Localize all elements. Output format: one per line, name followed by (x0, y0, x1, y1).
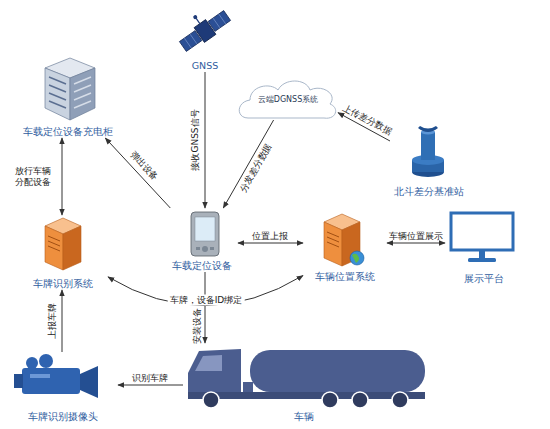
satellite-icon (172, 0, 232, 54)
truck-cab (188, 349, 241, 396)
server-node: 车牌识别系统 (18, 215, 108, 290)
edge-label: 分发差分数据 (238, 142, 275, 194)
camera-reel (26, 357, 38, 369)
camera-viewfinder (14, 374, 23, 388)
edge-label: 位置上报 (252, 231, 288, 242)
edge-label: 车辆位置展示 (389, 231, 443, 242)
building-windows (49, 77, 66, 108)
cloud-node: 云端DGNSS系统 (238, 80, 338, 120)
node-label: 车载定位设备充电柜 (5, 126, 130, 138)
camera-detail (30, 374, 50, 378)
connector-arrow (223, 120, 273, 208)
station-node: 北斗差分基准站 (390, 122, 468, 198)
monitor-icon (451, 213, 513, 262)
truck-wheels (203, 392, 408, 408)
device-node: 车载定位设备 (166, 208, 238, 272)
node-label: 车载定位设备 (156, 260, 248, 272)
monitor-stand (479, 251, 485, 259)
connector-arrow (205, 272, 206, 343)
device-screen (195, 217, 215, 241)
server-left (45, 226, 63, 270)
node-label: 车牌识别摄像头 (0, 411, 128, 423)
server-icon (45, 218, 81, 270)
building-right (70, 68, 95, 120)
edge-label: 上传差分数据 (341, 102, 394, 137)
camera-lens (80, 366, 98, 398)
node-label: 车辆 (173, 411, 435, 423)
edge-label: 识别车牌 (132, 373, 168, 384)
building-left (45, 68, 70, 120)
connector-arrow (118, 385, 183, 386)
server-slots (48, 236, 60, 251)
server-node: 车辆位置系统 (303, 217, 387, 283)
truck-chassis (188, 392, 425, 399)
edge-label: 放行车辆 分配设备 (14, 166, 52, 188)
truck-icon (188, 349, 425, 408)
connector-arrow (62, 138, 63, 215)
camera-body (22, 368, 80, 394)
server-icon (324, 214, 364, 266)
node-label: 车辆位置系统 (293, 271, 397, 283)
node-label: GNSS (168, 60, 242, 72)
camera-reel (39, 354, 53, 368)
monitor-base (468, 258, 496, 262)
truck-window (195, 355, 222, 371)
server-left (324, 222, 342, 266)
device-button (202, 246, 208, 252)
node-label: 云端DGNSS系统 (228, 94, 348, 106)
antenna-tip (192, 14, 198, 20)
camera-node: 车牌识别摄像头 (8, 352, 118, 423)
handheld-device-icon (191, 212, 219, 256)
station-icon (412, 126, 444, 177)
building-icon (45, 58, 95, 120)
node-label: 北斗差分基准站 (380, 186, 478, 198)
building-windows (74, 77, 91, 108)
edge-label: 安装设备 (192, 308, 203, 344)
connector-arrow (387, 243, 445, 244)
device-body (191, 212, 219, 256)
monitor-screen (451, 213, 513, 250)
node-label: 展示平台 (435, 273, 532, 285)
device-button (196, 247, 200, 250)
edge-label: 上报车牌 (47, 303, 58, 339)
panel-grid (184, 38, 191, 48)
connector-arrow (62, 290, 63, 352)
camera-icon (14, 354, 98, 398)
station-tower (421, 132, 435, 160)
globe-icon (350, 251, 364, 265)
node-label: 车牌识别系统 (8, 278, 118, 290)
globe-land (352, 254, 359, 263)
station-dish (418, 126, 438, 132)
edge-label: 弹出设备 (128, 149, 161, 183)
edge-label: 接收GNSS信号 (190, 109, 201, 170)
panel-grid (219, 14, 226, 24)
connector-arrow (108, 276, 303, 306)
cabinet-node: 车载定位设备充电柜 (15, 55, 120, 138)
edge-label: 车牌，设备ID绑定 (168, 295, 245, 306)
server-right (63, 226, 81, 270)
satellite-body (194, 20, 216, 43)
connector-arrow (238, 243, 303, 244)
panel-grid (190, 34, 197, 44)
server-slots (327, 232, 339, 247)
device-button (210, 247, 214, 250)
connector-arrow (205, 72, 206, 208)
vehicle-node: 车辆 (183, 343, 425, 423)
panel-grid (213, 18, 220, 28)
connector-arrow (105, 138, 170, 208)
truck-tank (250, 350, 425, 392)
antenna (196, 18, 200, 24)
satellite-node: GNSS (178, 6, 232, 72)
monitor-node: 展示平台 (445, 207, 522, 285)
